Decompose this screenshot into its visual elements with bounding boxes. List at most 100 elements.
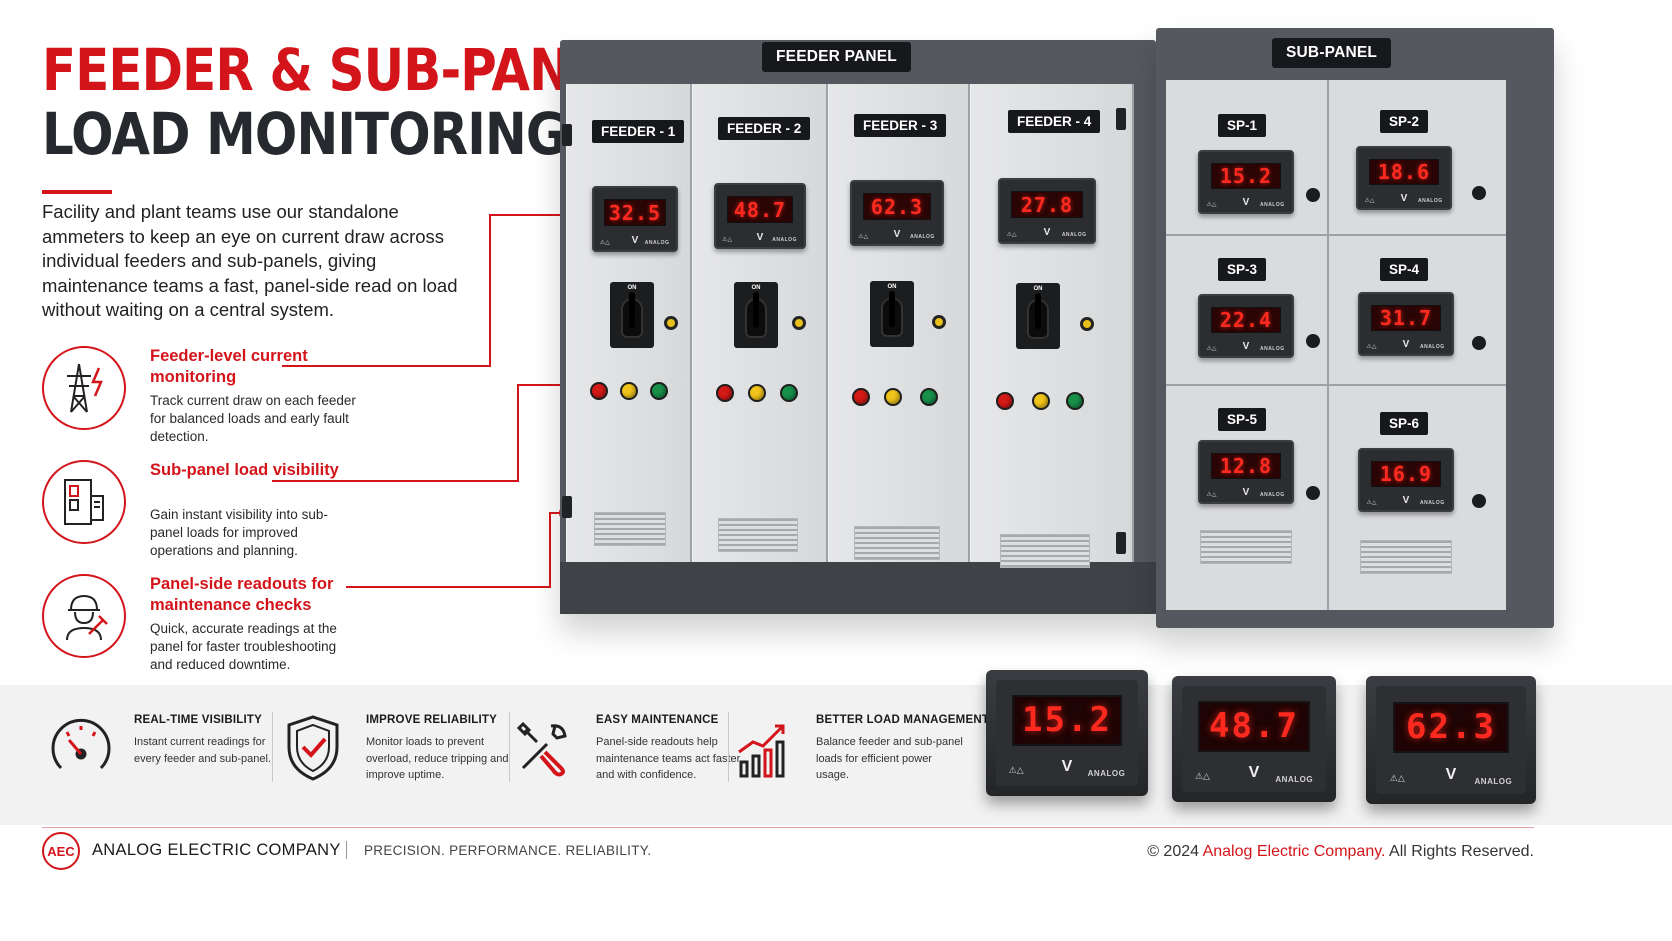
- meter-unit: V: [1242, 486, 1250, 498]
- benefit-title: IMPROVE RELIABILITY: [366, 714, 497, 726]
- meter-display: 16.9: [1371, 460, 1441, 488]
- connector-line: [489, 214, 579, 216]
- copyright-company-link[interactable]: Analog Electric Company.: [1202, 843, 1386, 860]
- door-latch-knob[interactable]: [1472, 494, 1486, 508]
- meter-symbols: ⚠△: [599, 239, 610, 246]
- connector-line: [346, 586, 550, 588]
- feature-title: Sub-panel load visibility: [150, 461, 339, 479]
- company-logo[interactable]: AEC: [42, 832, 80, 870]
- rotary-switch[interactable]: ON: [1016, 283, 1060, 349]
- rotary-switch[interactable]: ON: [870, 281, 914, 347]
- shield-check-icon: [278, 708, 348, 788]
- company-tagline: PRECISION. PERFORMANCE. RELIABILITY.: [364, 843, 652, 858]
- sub-panel-row-divider: [1166, 384, 1506, 386]
- red-pilot-light: [854, 390, 868, 404]
- technician-icon: [42, 574, 126, 658]
- meter-brand: ANALOG: [772, 236, 797, 243]
- copyright-suffix: All Rights Reserved.: [1385, 843, 1534, 860]
- meter-symbols: ⚠△: [1366, 499, 1377, 506]
- meter-brand: ANALOG: [1417, 197, 1443, 204]
- connector-line: [517, 384, 519, 482]
- sub-panel-row-divider: [1166, 234, 1506, 236]
- wrench-screwdriver-icon: [508, 708, 578, 788]
- feature-feeder-monitoring: Feeder-level current monitoring Track cu…: [42, 346, 482, 446]
- yellow-indicator-knob[interactable]: [932, 315, 946, 329]
- meter-symbols: ⚠△: [858, 233, 869, 240]
- power-tower-icon: [42, 346, 126, 430]
- sub-panel-unit-label: SP-6: [1380, 412, 1429, 435]
- connector-line: [282, 365, 490, 367]
- sub-panel-unit-label: SP-3: [1218, 258, 1267, 281]
- rotary-switch[interactable]: ON: [610, 282, 654, 348]
- green-pilot-light: [652, 384, 666, 398]
- meter-brand: ANALOG: [1275, 775, 1314, 785]
- meter-display: 27.8: [1011, 191, 1083, 219]
- meter-display: 32.5: [603, 199, 667, 227]
- sub-panel-unit-label: SP-5: [1218, 408, 1267, 431]
- gauge-icon: [46, 708, 116, 788]
- yellow-indicator-knob[interactable]: [1080, 317, 1094, 331]
- benefit-improve-reliability: IMPROVE RELIABILITY Monitor loads to pre…: [278, 708, 508, 798]
- door-latch-knob[interactable]: [1472, 336, 1486, 350]
- headline-underline: [42, 190, 112, 194]
- meter-display: 15.2: [1211, 162, 1281, 190]
- switch-on-label: ON: [887, 284, 897, 290]
- feature-subpanel-visibility: Sub-panel load visibility Gain instant v…: [42, 460, 482, 560]
- feeder-label: FEEDER - 2: [718, 117, 811, 140]
- feature-title: Panel-side readouts for maintenance chec…: [150, 575, 334, 614]
- meter-symbols: ⚠△: [1206, 201, 1217, 208]
- meter-symbols: ⚠△: [1006, 231, 1017, 238]
- green-pilot-light: [1068, 394, 1082, 408]
- meter-brand: ANALOG: [1259, 345, 1285, 352]
- connector-line: [549, 512, 551, 588]
- meter-unit: V: [1242, 196, 1250, 208]
- meter-brand: ANALOG: [910, 233, 935, 240]
- door-latch-knob[interactable]: [1306, 334, 1320, 348]
- vent-grille: [594, 512, 666, 546]
- intro-paragraph: Facility and plant teams use our standal…: [42, 201, 458, 320]
- vent-grille: [718, 518, 798, 552]
- footer-divider: [346, 841, 347, 859]
- bar-chart-up-icon: [728, 708, 798, 788]
- sub-panel-unit-label: SP-1: [1218, 114, 1267, 137]
- meter-unit: V: [1402, 338, 1410, 350]
- meter-symbols: ⚠△: [1194, 770, 1210, 781]
- meter-brand: ANALOG: [1419, 343, 1445, 350]
- meter-unit: V: [631, 234, 639, 246]
- yellow-indicator-knob[interactable]: [664, 316, 678, 330]
- door-latch-knob[interactable]: [1306, 188, 1320, 202]
- headline-line-2: LOAD MONITORING: [42, 100, 567, 168]
- meter-unit: V: [893, 228, 901, 240]
- meter-display: 48.7: [1198, 701, 1310, 752]
- feature-title: Feeder-level current monitoring: [150, 347, 308, 386]
- red-pilot-light: [998, 394, 1012, 408]
- feature-description: Quick, accurate readings at the panel fo…: [150, 621, 337, 672]
- feeder-panel-label: FEEDER PANEL: [762, 42, 911, 72]
- switch-on-label: ON: [751, 285, 761, 291]
- meter-unit: V: [756, 231, 764, 243]
- benefit-separator: [509, 712, 510, 782]
- meter-unit: V: [1445, 765, 1457, 783]
- benefit-easy-maintenance: EASY MAINTENANCE Panel-side readouts hel…: [508, 708, 740, 798]
- meter-unit: V: [1400, 192, 1408, 204]
- door-latch-knob[interactable]: [1472, 186, 1486, 200]
- meter-display: 12.8: [1211, 452, 1281, 480]
- door-latch-knob[interactable]: [1306, 486, 1320, 500]
- switch-bar: [629, 292, 635, 328]
- connector-line: [272, 480, 518, 482]
- vent-grille: [1200, 530, 1292, 564]
- vent-grille: [1360, 540, 1452, 574]
- meter-symbols: ⚠△: [1008, 764, 1024, 775]
- red-pilot-light: [592, 384, 606, 398]
- headline-line-1: FEEDER & SUB-PANEL: [42, 36, 635, 104]
- yellow-indicator-knob[interactable]: [792, 316, 806, 330]
- meter-symbols: ⚠△: [722, 236, 733, 243]
- meter-symbols: ⚠△: [1389, 772, 1405, 783]
- rotary-switch[interactable]: ON: [734, 282, 778, 348]
